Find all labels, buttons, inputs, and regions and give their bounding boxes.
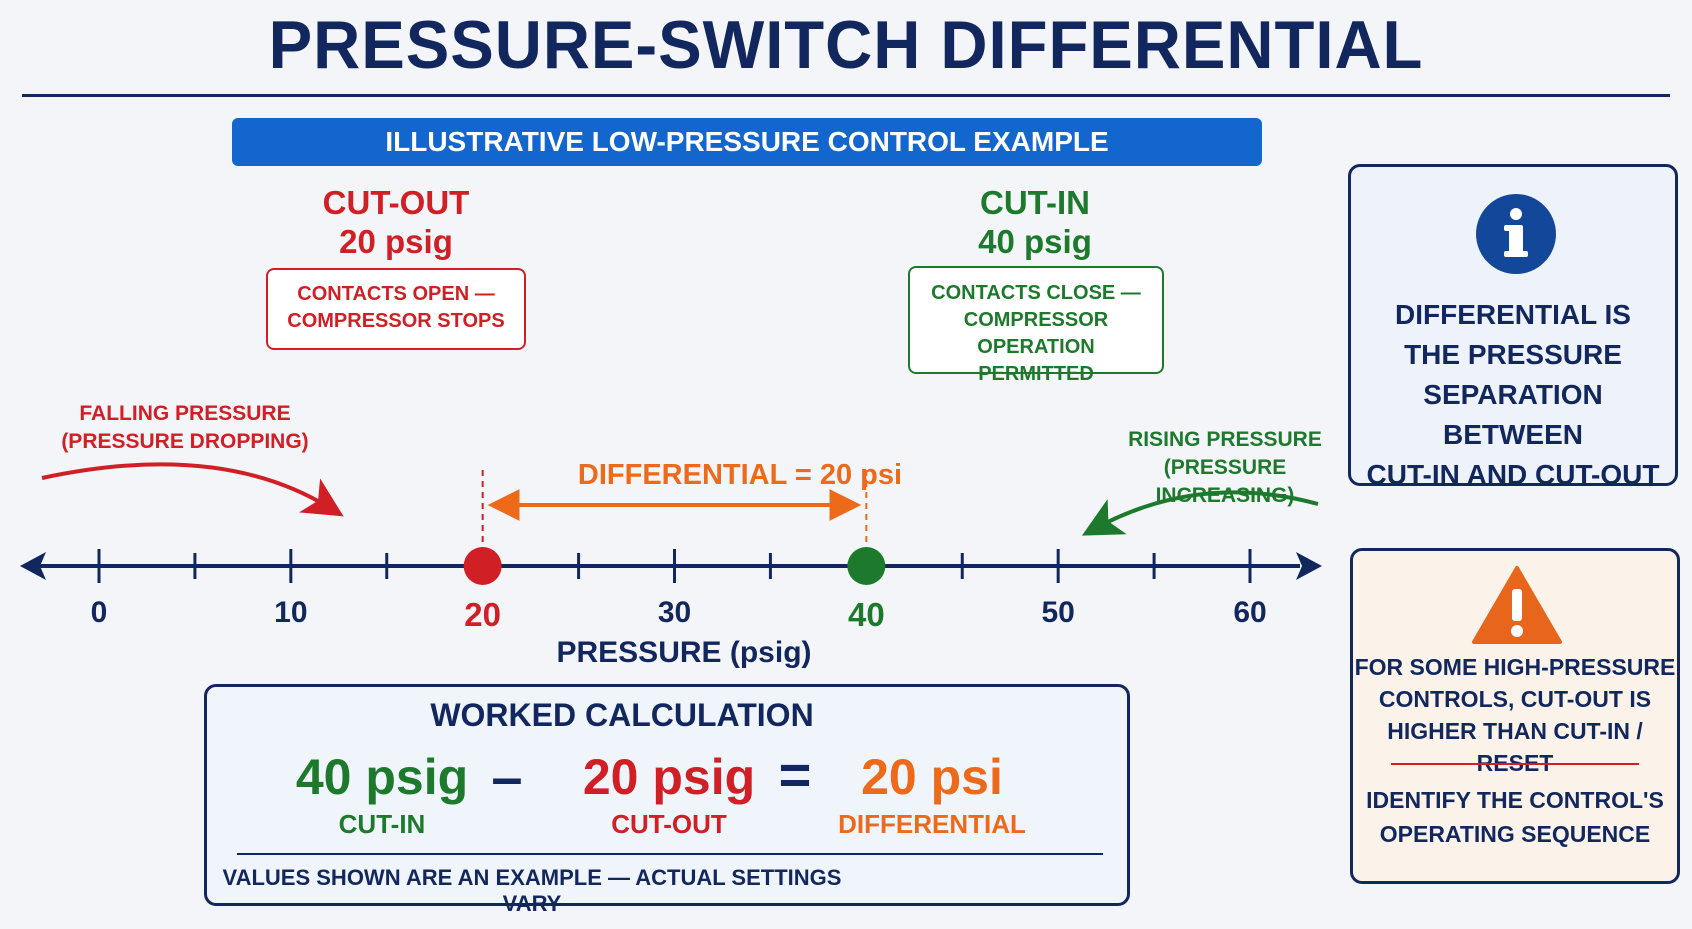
- axis-tick-label: 10: [274, 596, 308, 629]
- rising-pressure-arrow: [1081, 490, 1319, 536]
- calc-minus-sign: –: [491, 745, 523, 808]
- rising-pressure-label: RISING PRESSURE (PRESSURE INCREASING): [1100, 426, 1350, 510]
- calc-cut-in-value: 40 psig: [295, 749, 469, 805]
- warning-divider: [1391, 763, 1639, 765]
- cut-out-marker: [463, 547, 502, 585]
- worked-calculation-panel: WORKED CALCULATION 40 psig CUT-IN – 20 p…: [204, 684, 1130, 916]
- info-line-3: SEPARATION BETWEEN: [1423, 379, 1603, 450]
- warning-line-1: FOR SOME HIGH-PRESSURE: [1354, 654, 1676, 680]
- falling-pressure-arrow: [41, 462, 344, 517]
- info-panel: DIFFERENTIAL IS THE PRESSURE SEPARATION …: [1348, 164, 1678, 490]
- calculation-title: WORKED CALCULATION: [430, 697, 814, 733]
- warning-line-3: HIGHER THAN CUT-IN / RESET: [1387, 718, 1643, 776]
- cut-in-box-line-3: PERMITTED: [978, 363, 1094, 385]
- cut-in-box-line-1: CONTACTS CLOSE —: [931, 282, 1141, 304]
- warning-text-bottom: IDENTIFY THE CONTROL'S OPERATING SEQUENC…: [1353, 783, 1677, 851]
- calc-divider: [237, 853, 1103, 855]
- differential-label: DIFFERENTIAL = 20 psi: [577, 459, 903, 491]
- calc-cut-out-value: 20 psig: [582, 749, 756, 805]
- axis-tick-label: 50: [1041, 596, 1075, 629]
- info-line-2: THE PRESSURE: [1404, 339, 1622, 370]
- calc-cut-out-label: CUT-OUT: [611, 809, 727, 839]
- page-title: PRESSURE-SWITCH DIFFERENTIAL: [268, 7, 1424, 83]
- rising-line-2: (PRESSURE INCREASING): [1155, 456, 1295, 507]
- axis-tick-label: 0: [90, 596, 108, 629]
- cut-in-heading: CUT-IN: [980, 184, 1090, 221]
- info-icon: [1476, 194, 1556, 274]
- cut-in-box: CONTACTS CLOSE — COMPRESSOR OPERATION PE…: [908, 266, 1164, 385]
- info-text: DIFFERENTIAL IS THE PRESSURE SEPARATION …: [1351, 295, 1675, 495]
- cut-out-box: CONTACTS OPEN — COMPRESSOR STOPS: [266, 268, 526, 350]
- rising-line-1: RISING PRESSURE: [1128, 428, 1322, 451]
- falling-line-1: FALLING PRESSURE: [79, 402, 291, 425]
- falling-pressure-label: FALLING PRESSURE (PRESSURE DROPPING): [60, 400, 310, 456]
- cut-in-value: 40 psig: [978, 223, 1092, 260]
- info-line-1: DIFFERENTIAL IS: [1395, 299, 1631, 330]
- cut-out-heading: CUT-OUT: [322, 184, 470, 221]
- axis-tick-label: 60: [1233, 596, 1267, 629]
- info-line-4: CUT-IN AND CUT-OUT: [1366, 459, 1660, 490]
- calc-result-label: DIFFERENTIAL: [838, 809, 1026, 839]
- axis-title: PRESSURE (psig): [556, 636, 812, 669]
- axis-right-arrowhead: [1296, 552, 1322, 580]
- calc-result-value: 20 psi: [861, 749, 1003, 805]
- axis-tick-label: 20: [464, 596, 502, 633]
- cut-in-box-line-2: COMPRESSOR OPERATION: [963, 309, 1109, 358]
- calculation-note: VALUES SHOWN ARE AN EXAMPLE — ACTUAL SET…: [222, 865, 842, 916]
- warning-line-2: CONTROLS, CUT-OUT IS: [1378, 686, 1652, 712]
- warning-line-5: OPERATING SEQUENCE: [1379, 821, 1651, 847]
- cut-out-value: 20 psig: [339, 223, 453, 260]
- title-divider: [22, 94, 1670, 97]
- cut-in-marker: [847, 547, 886, 585]
- example-banner: ILLUSTRATIVE LOW-PRESSURE CONTROL EXAMPL…: [232, 118, 1262, 166]
- warning-text-top: FOR SOME HIGH-PRESSURE CONTROLS, CUT-OUT…: [1353, 651, 1677, 779]
- cut-out-box-line-2: COMPRESSOR STOPS: [287, 310, 505, 332]
- axis-left-arrowhead: [20, 552, 46, 580]
- cut-out-box-line-1: CONTACTS OPEN —: [297, 283, 495, 305]
- axis-tick-label: 30: [657, 596, 692, 629]
- calc-equals-sign: =: [778, 743, 812, 806]
- warning-icon: [1472, 566, 1562, 644]
- calc-cut-in-label: CUT-IN: [338, 809, 426, 839]
- warning-panel: FOR SOME HIGH-PRESSURE CONTROLS, CUT-OUT…: [1350, 548, 1680, 884]
- axis-tick-label: 40: [847, 596, 885, 633]
- warning-line-4: IDENTIFY THE CONTROL'S: [1366, 787, 1664, 813]
- falling-line-2: (PRESSURE DROPPING): [61, 430, 309, 453]
